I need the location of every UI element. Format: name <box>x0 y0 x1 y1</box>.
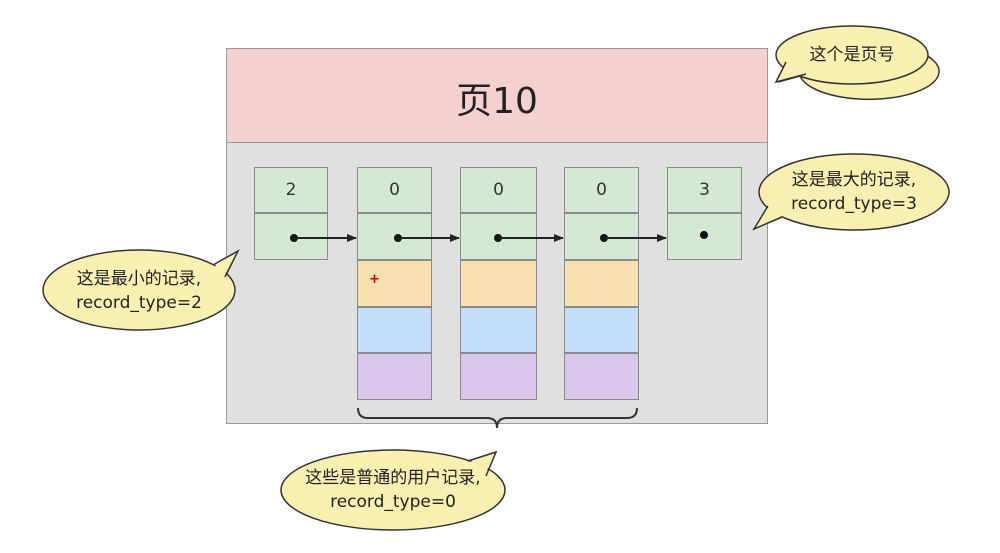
supremum-type-label: 3 <box>699 180 710 200</box>
user-record-2-type-cell: 0 <box>460 167 537 213</box>
user-record-1-data-2 <box>357 307 432 353</box>
user-record-3-data-3 <box>564 353 639 400</box>
min-record-callout-line1: 这是最小的记录, <box>76 269 202 289</box>
page-header: 页10 <box>226 48 768 143</box>
user-record-3-type-label: 0 <box>596 180 607 200</box>
user-record-3-type-cell: 0 <box>564 167 639 213</box>
supremum-next-cell <box>667 213 742 260</box>
user-records-callout-line1: 这些是普通的用户记录, <box>305 468 481 488</box>
user-records-callout-line2: record_type=0 <box>330 492 456 512</box>
user-records-callout-text: 这些是普通的用户记录, record_type=0 <box>286 466 500 514</box>
user-record-1-next-cell <box>357 213 432 260</box>
user-record-2-data-2 <box>460 307 537 353</box>
user-record-1-data-1 <box>357 260 432 307</box>
user-record-1-type-label: 0 <box>389 180 400 200</box>
max-record-callout-line1: 这是最大的记录, <box>791 170 917 190</box>
min-record-callout-text: 这是最小的记录, record_type=2 <box>49 267 229 315</box>
user-record-3-next-cell <box>564 213 639 260</box>
page-number-callout-label: 这个是页号 <box>809 45 895 65</box>
infimum-type-cell: 2 <box>254 167 328 213</box>
user-record-2-next-cell <box>460 213 537 260</box>
supremum-type-cell: 3 <box>667 167 742 213</box>
user-record-2-type-label: 0 <box>493 180 504 200</box>
page-number-callout-text: 这个是页号 <box>792 43 912 67</box>
min-record-callout-line2: record_type=2 <box>76 293 202 313</box>
infimum-next-cell <box>254 213 328 260</box>
user-record-3-data-1 <box>564 260 639 307</box>
infimum-type-label: 2 <box>285 180 297 200</box>
max-record-callout-line2: record_type=3 <box>791 194 917 214</box>
cursor-cross-icon: + <box>369 272 380 287</box>
max-record-callout-text: 这是最大的记录, record_type=3 <box>764 168 944 216</box>
user-record-2-data-1 <box>460 260 537 307</box>
user-record-1-type-cell: 0 <box>357 167 432 213</box>
user-record-3-data-2 <box>564 307 639 353</box>
user-record-2-data-3 <box>460 353 537 400</box>
page-title: 页10 <box>456 80 538 122</box>
user-record-1-data-3 <box>357 353 432 400</box>
